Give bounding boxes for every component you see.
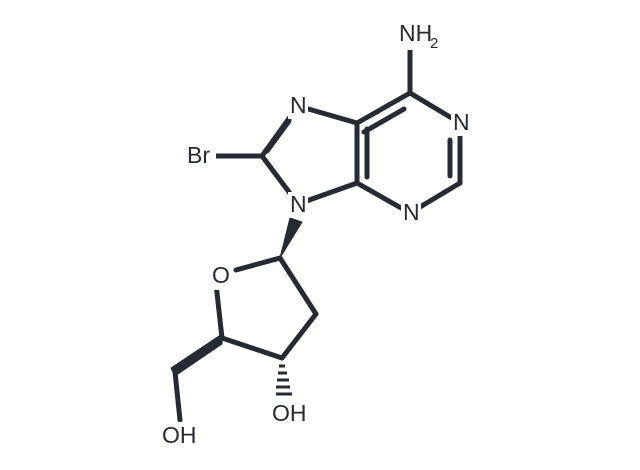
atom-nh2: NH 2 <box>396 20 448 52</box>
wedge-bond-c4-c5 <box>170 333 223 377</box>
n7-label: N <box>290 92 307 118</box>
atom-o-ring: O <box>209 262 233 290</box>
oh-3-label: OH <box>272 400 307 426</box>
n3-label: N <box>403 199 420 225</box>
stereo-bonds <box>170 217 303 396</box>
atom-oh-5: OH <box>160 422 200 450</box>
atom-n9: N <box>288 191 308 218</box>
sugar-bonds <box>172 255 319 423</box>
nh2-subscript: 2 <box>430 35 438 52</box>
atom-oh-3: OH <box>270 400 310 428</box>
atom-n7: N <box>288 92 308 119</box>
oh-5-label: OH <box>162 422 197 448</box>
hash-bond-c3-o3 <box>276 364 292 396</box>
n1-label: N <box>453 109 470 135</box>
atom-br: Br <box>186 142 216 169</box>
n9-label: N <box>290 191 307 217</box>
purine-bonds <box>209 47 463 216</box>
atom-labels: NH 2 N N N N Br O OH <box>160 20 471 450</box>
o-ring-label: O <box>212 262 230 288</box>
atom-n1: N <box>451 109 471 136</box>
br-label: Br <box>187 142 210 168</box>
atom-n3: N <box>401 199 421 226</box>
wedge-bond-c1-n9 <box>279 217 303 259</box>
nh2-label: NH <box>399 20 432 46</box>
